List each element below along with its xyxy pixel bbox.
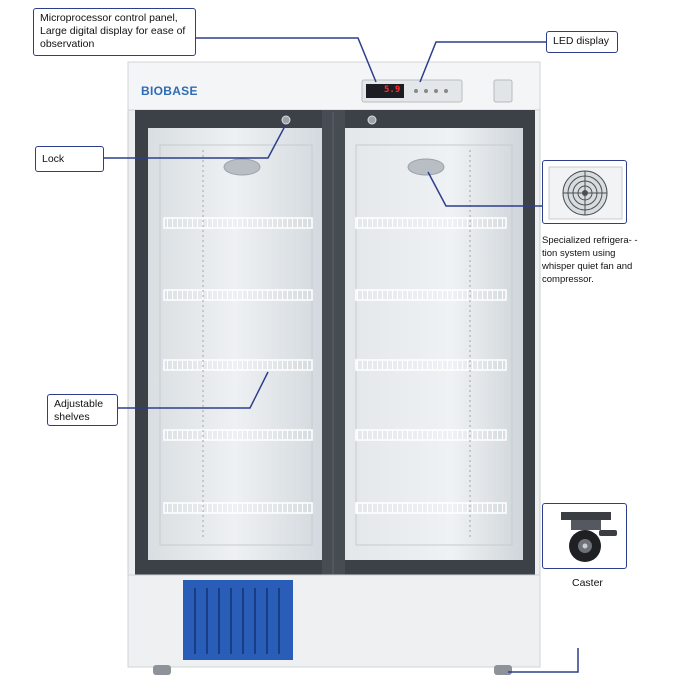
- left-door-glass: [148, 128, 322, 560]
- leader-control-panel: [196, 37, 377, 83]
- leader-fan: [427, 171, 542, 207]
- callout-control-panel: Microprocessor control panel, Large digi…: [33, 8, 196, 56]
- fan-icon: [548, 166, 623, 220]
- leader-shelves: [118, 371, 269, 409]
- refrigeration-text: Specialized refrigera- -tion system usin…: [542, 235, 638, 285]
- caster-icon: [561, 512, 617, 562]
- caster-label: Caster: [572, 577, 603, 589]
- callout-lock-text: Lock: [42, 153, 65, 165]
- left-caster: [153, 665, 171, 675]
- brand-logo: BIOBASE: [141, 84, 198, 98]
- right-caster: [494, 665, 512, 675]
- callout-led-display-text: LED display: [553, 35, 610, 47]
- callout-led-display: LED display: [546, 31, 618, 53]
- led-readout: 5.9: [384, 85, 401, 95]
- left-shelves: [163, 217, 313, 514]
- header-panel: [127, 61, 541, 111]
- callout-shelves-text: Adjustable shelves: [54, 398, 104, 423]
- leader-lock: [104, 125, 286, 159]
- right-door-glass: [345, 128, 523, 560]
- right-fan: [407, 158, 445, 176]
- leader-caster: [508, 648, 579, 673]
- callout-control-panel-text: Microprocessor control panel, Large digi…: [40, 12, 186, 50]
- fan-inset: [542, 160, 627, 224]
- left-fan: [223, 158, 261, 176]
- caster-inset: [542, 503, 627, 569]
- callout-shelves: Adjustable shelves: [47, 394, 118, 426]
- lock-icon: [281, 115, 291, 125]
- led-screen: [366, 84, 404, 98]
- vent-grille: [183, 580, 293, 660]
- callout-lock: Lock: [35, 146, 104, 172]
- right-shelves: [355, 217, 507, 514]
- leader-led: [419, 41, 546, 83]
- usb-port: [493, 79, 513, 103]
